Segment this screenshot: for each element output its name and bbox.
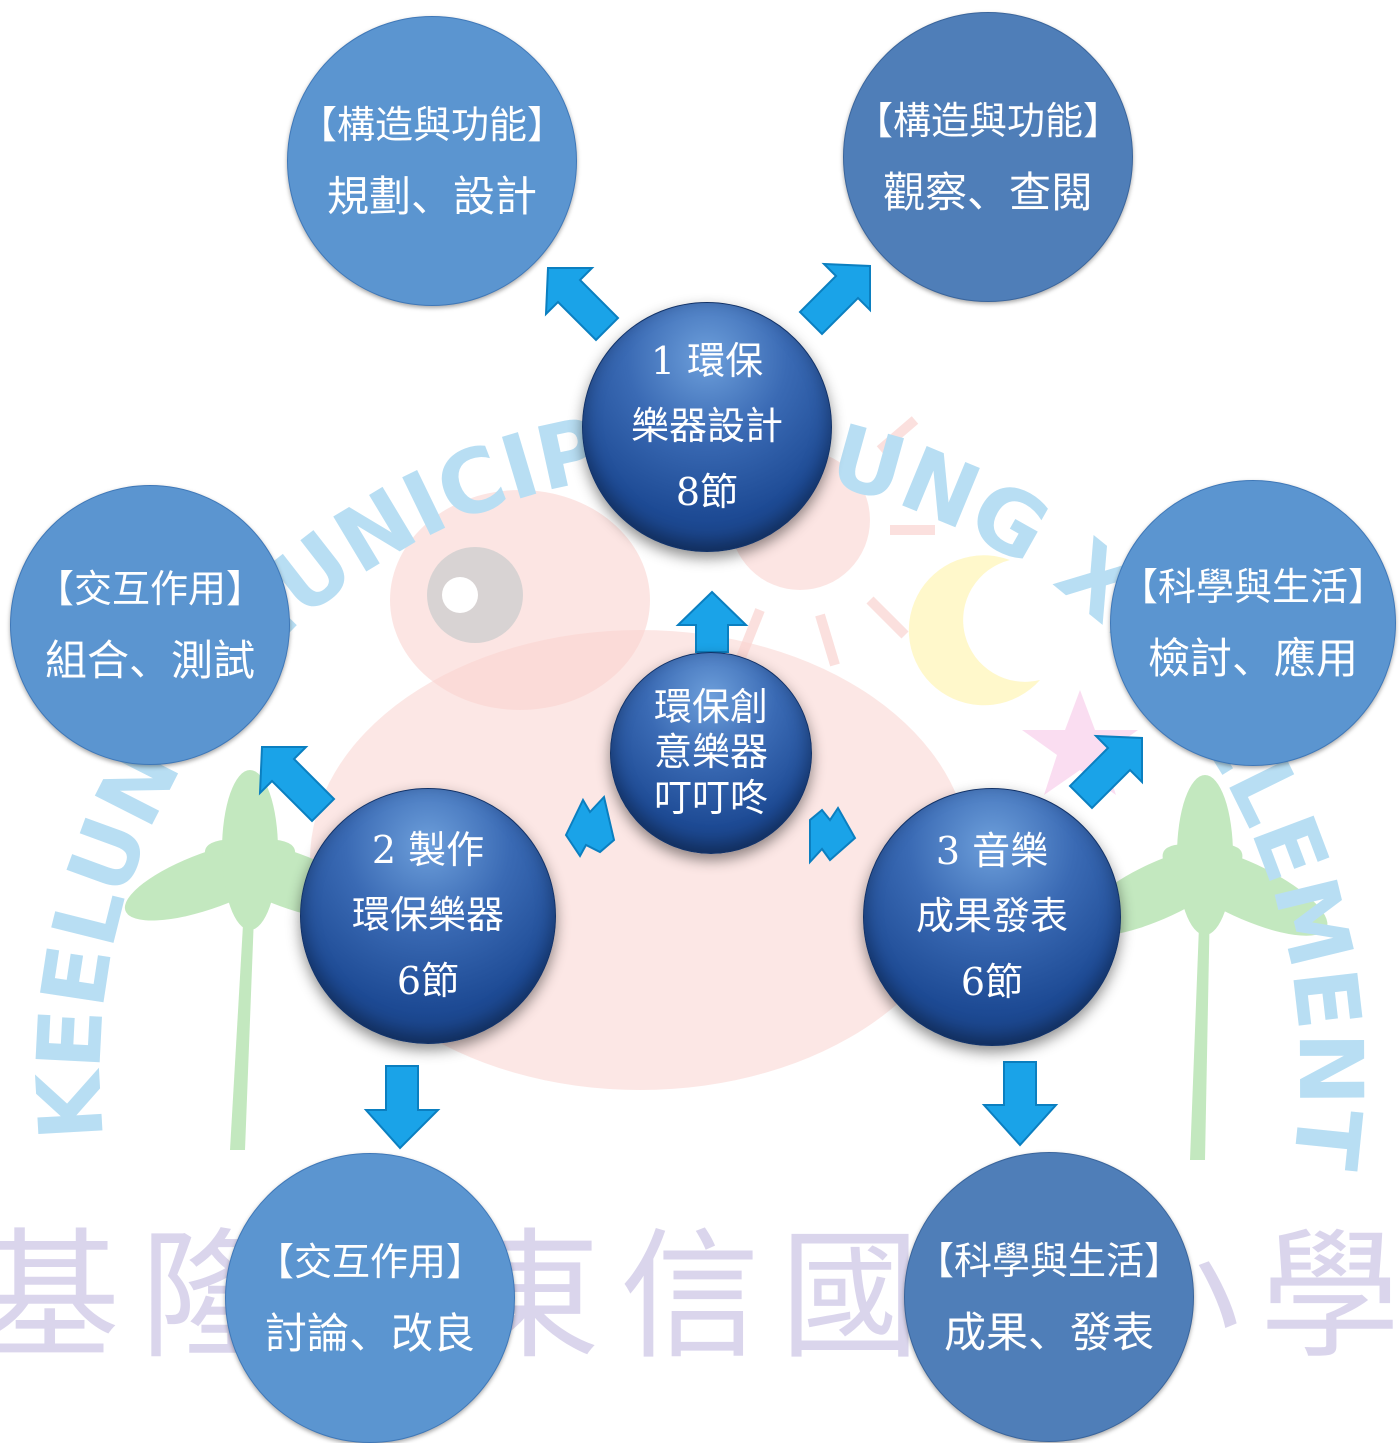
outcome-activity: 組合、測試 — [44, 636, 255, 686]
outcome-category: 【構造與功能】 — [854, 99, 1121, 144]
outcome-activity: 檢討、應用 — [1147, 634, 1358, 684]
step-1-node: 1 環保 樂器設計 8節 — [582, 302, 832, 552]
step-2-node: 2 製作 環保樂器 6節 — [300, 788, 556, 1044]
hub-line: 意樂器 — [653, 730, 768, 775]
outcome-assemble: 【交互作用】 組合、測試 — [10, 485, 290, 765]
step-line: 1 環保 — [650, 338, 764, 383]
outcome-present: 【科學與生活】 成果、發表 — [904, 1152, 1194, 1442]
outcome-activity: 觀察、查閱 — [882, 168, 1093, 218]
star — [1022, 690, 1138, 795]
step-line: 3 音樂 — [935, 828, 1049, 873]
step-line: 樂器設計 — [630, 404, 783, 449]
step-3-node: 3 音樂 成果發表 6節 — [863, 788, 1121, 1046]
outcome-activity: 規劃、設計 — [326, 172, 537, 222]
step-line: 環保樂器 — [351, 893, 504, 938]
outcome-activity: 討論、改良 — [264, 1309, 475, 1359]
outcome-discuss: 【交互作用】 討論、改良 — [225, 1153, 515, 1443]
hub-line: 叮叮咚 — [653, 775, 768, 820]
step-line: 成果發表 — [915, 894, 1068, 939]
outcome-category: 【構造與功能】 — [298, 103, 565, 148]
step-line: 2 製作 — [371, 827, 485, 872]
step-line: 8節 — [675, 469, 739, 514]
outcome-plan: 【構造與功能】 規劃、設計 — [287, 16, 577, 306]
outcome-category: 【科學與生活】 — [915, 1239, 1182, 1284]
outcome-category: 【科學與生活】 — [1119, 565, 1386, 610]
hub-line: 環保創 — [653, 684, 768, 729]
outcome-review: 【科學與生活】 檢討、應用 — [1110, 480, 1396, 766]
outcome-category: 【交互作用】 — [35, 567, 264, 612]
moon — [908, 555, 1040, 706]
outcome-observe: 【構造與功能】 觀察、查閱 — [843, 12, 1133, 302]
mascot-eye-highlight — [442, 577, 478, 613]
hub-node: 環保創 意樂器 叮叮咚 — [610, 652, 812, 854]
mascot-head — [390, 490, 650, 710]
outcome-category: 【交互作用】 — [255, 1240, 484, 1285]
outcome-activity: 成果、發表 — [943, 1308, 1154, 1358]
step-line: 6節 — [960, 959, 1024, 1004]
step-line: 6節 — [396, 958, 460, 1003]
